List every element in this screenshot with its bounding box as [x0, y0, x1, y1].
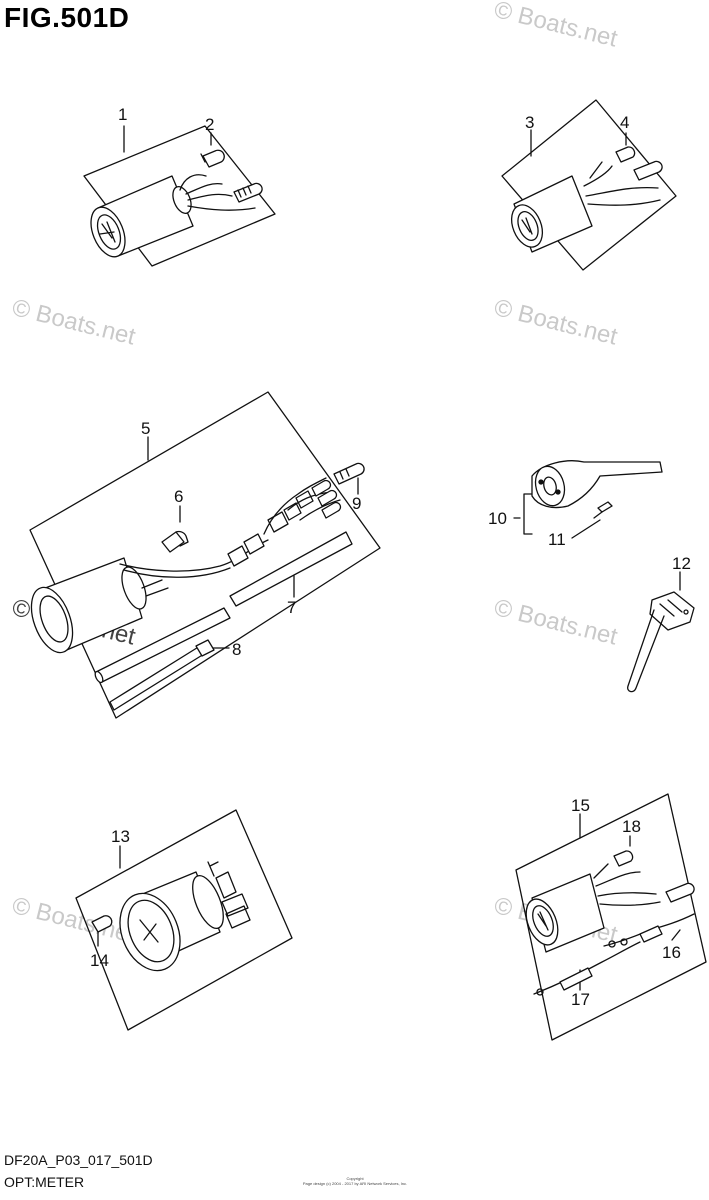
tachometer-5 [30, 539, 269, 654]
bulb-14 [91, 915, 113, 933]
group-1-meter [83, 125, 276, 267]
gauge-13 [119, 861, 251, 972]
bulb-4 [615, 146, 636, 163]
bulb-6 [161, 530, 189, 553]
leader-16 [671, 929, 681, 941]
callout-5: 5 [141, 419, 150, 438]
group-5-outline [29, 391, 381, 719]
meter-3 [510, 161, 661, 253]
leader-11 [571, 519, 601, 539]
socket-15 [665, 882, 695, 903]
bulb-18 [613, 850, 634, 867]
group-15-meter-harness [515, 793, 707, 1041]
bracket-10 [531, 460, 663, 509]
group-13-outline [75, 809, 293, 1031]
callout-6: 6 [174, 487, 183, 506]
callout-12: 12 [672, 554, 691, 573]
connectors [227, 477, 342, 567]
callout-7: 7 [287, 598, 296, 617]
harness-17 [533, 941, 641, 996]
socket-1 [233, 182, 263, 203]
copyright-heading: Copyright [346, 1176, 364, 1181]
callout-15: 15 [571, 796, 590, 815]
callout-3: 3 [525, 113, 534, 132]
callout-18: 18 [622, 817, 641, 836]
callout-8: 8 [232, 640, 241, 659]
figure-title: FIG.501D [4, 2, 130, 33]
cord-9 [333, 462, 365, 485]
callout-11: 11 [548, 530, 566, 549]
copyright-text: Page design (c) 2004 - 2017 by ARI Netwo… [302, 1181, 408, 1186]
group-3-meter [501, 99, 677, 271]
screw-11 [593, 501, 613, 519]
tube-7 [94, 531, 353, 684]
callout-1: 1 [118, 105, 127, 124]
group-15-outline [515, 793, 707, 1041]
callout-9: 9 [352, 494, 361, 513]
group-13-gauge [75, 809, 293, 1031]
part-12-sensor [627, 571, 695, 693]
figure-code: DF20A_P03_017_501D [4, 1152, 153, 1168]
callout-13: 13 [111, 827, 130, 846]
callout-4: 4 [620, 113, 629, 132]
bulb-2 [200, 149, 225, 168]
harness-16 [603, 913, 695, 948]
copyright-notice: Copyright Page design (c) 2004 - 2017 by… [300, 1176, 410, 1186]
callout-2: 2 [205, 115, 214, 134]
callout-10: 10 [488, 509, 507, 528]
leader-10 [513, 493, 533, 535]
socket-3 [633, 160, 663, 181]
meter-15 [525, 863, 661, 953]
figure-name: OPT:METER [4, 1174, 85, 1190]
band-8 [109, 639, 215, 711]
tachometer-1 [90, 174, 256, 258]
group-10-bracket [513, 460, 663, 539]
callout-16: 16 [662, 943, 681, 962]
group-5-meter-kit [29, 391, 381, 719]
callout-14: 14 [90, 951, 109, 970]
callout-17: 17 [571, 990, 590, 1009]
